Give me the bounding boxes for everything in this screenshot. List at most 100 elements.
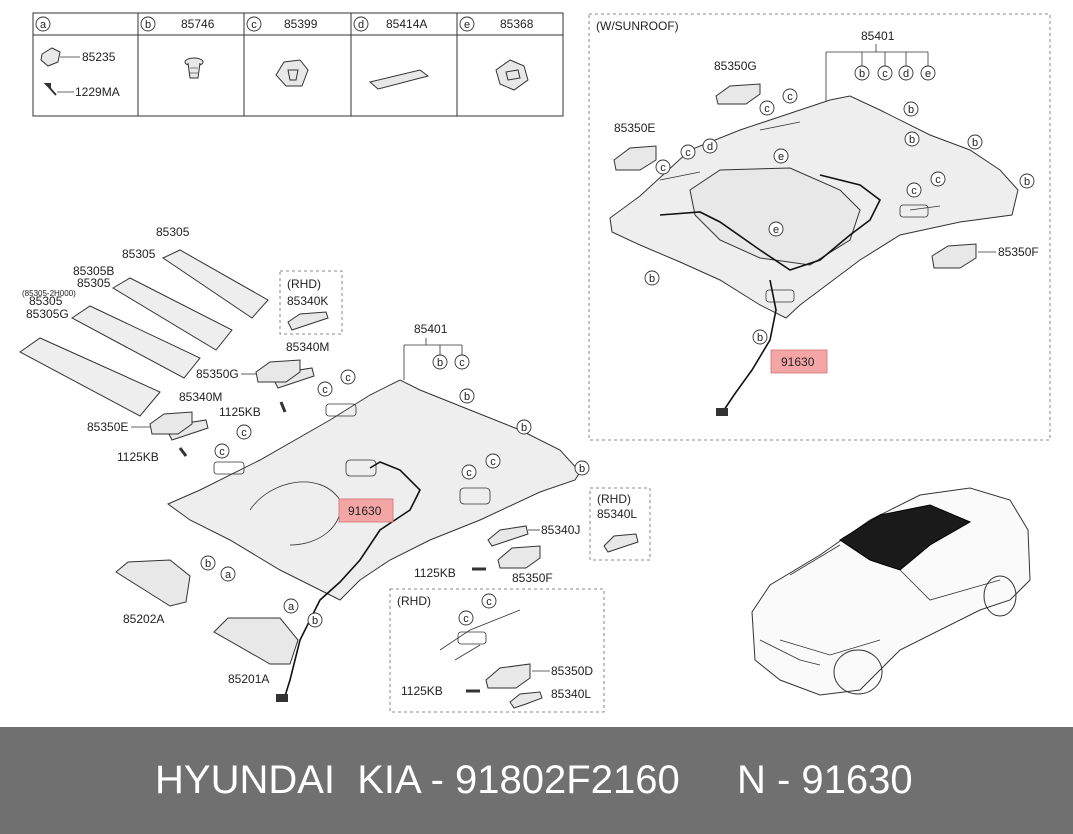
- sheet-3: [71, 305, 201, 379]
- sunroof-wiring-highlight: [770, 349, 828, 374]
- svg-text:c: c: [241, 427, 247, 439]
- sunroof-bracket-e-label: 85350E: [614, 121, 655, 135]
- handle-m2-label: 85340M: [179, 390, 222, 404]
- svg-text:a: a: [225, 569, 232, 581]
- sunroof-opening: [689, 167, 861, 266]
- handle-85340l-icon: [603, 533, 639, 553]
- legend-header-c: c: [251, 19, 257, 31]
- svg-text:c: c: [219, 446, 225, 458]
- bolt1-label: 1125KB: [219, 405, 261, 419]
- handle-85340l-rhd-icon: [509, 691, 543, 709]
- visor-85201a-icon: [213, 617, 299, 665]
- bracket-85350g-main-icon: [255, 359, 301, 383]
- sheet-label-5: (85305-2H000): [22, 289, 76, 298]
- bracket-85350f-main-icon: [497, 545, 541, 569]
- bracket-e-main-label: 85350E: [87, 420, 128, 434]
- bracket-85350d-icon: [485, 663, 531, 689]
- car-roof-highlight: [839, 504, 972, 571]
- main-headliner: [167, 379, 581, 601]
- svg-text:b: b: [859, 68, 865, 80]
- footer-bar: HYUNDAI KIA - 91802F2160 N - 91630: [0, 727, 1073, 834]
- sunroof-bracket-g-label: 85350G: [714, 59, 757, 73]
- rhd-detail-section: (RHD) c c 85350D 1125KB 85340L: [389, 588, 605, 713]
- svg-text:c: c: [685, 147, 691, 159]
- legend-part-a1: 85235: [82, 50, 116, 64]
- clip-85368-icon: [495, 59, 529, 91]
- sheet-label-6: 85305: [29, 294, 63, 308]
- sunroof-section: (W/SUNROOF) 85401 b c d e 85350G 85350E …: [588, 13, 1051, 441]
- visor-r-label: 85202A: [123, 612, 164, 626]
- pad-85414a-icon: [368, 69, 430, 90]
- legend-part-a2: 1229MA: [75, 85, 120, 99]
- handle-85340k-icon: [287, 311, 329, 331]
- svg-text:c: c: [490, 456, 496, 468]
- visor-85202a-icon: [115, 559, 191, 607]
- legend-header-b: b: [145, 19, 151, 31]
- legend-part-c: 85399: [284, 17, 318, 31]
- handle-l-label: 85340L: [597, 507, 637, 521]
- sheet-label-3: 85305B: [73, 264, 114, 278]
- connector-icon: [716, 408, 728, 416]
- svg-text:b: b: [972, 137, 978, 149]
- svg-text:c: c: [322, 384, 328, 396]
- main-section: 85305 85305 85305B 85305 (85305-2H000) 8…: [19, 225, 651, 702]
- sunroof-assembly-label: 85401: [861, 29, 895, 43]
- bracket-g-main-label: 85350G: [196, 367, 239, 381]
- svg-text:e: e: [778, 151, 784, 163]
- sheet-label-2: 85305: [122, 247, 156, 261]
- svg-text:b: b: [521, 422, 527, 434]
- svg-text:c: c: [345, 372, 351, 384]
- legend-table: a b 85746 c 85399 d 85414A e 85368 85235…: [32, 12, 564, 117]
- svg-text:c: c: [764, 103, 770, 115]
- rhd-label-2: (RHD): [597, 492, 631, 506]
- sunroof-bracket-f-label: 85350F: [998, 245, 1039, 259]
- legend-header-d: d: [358, 19, 364, 31]
- sunroof-title: (W/SUNROOF): [596, 19, 679, 33]
- svg-text:b: b: [1024, 176, 1030, 188]
- bolt-icon: [279, 401, 287, 413]
- sheet-2: [112, 277, 233, 351]
- sheet-label-4: 85305: [77, 276, 111, 290]
- parts-diagram: a b 85746 c 85399 d 85414A e 85368 85235…: [19, 12, 1051, 713]
- svg-text:b: b: [437, 357, 443, 369]
- bolt3-label: 1125KB: [414, 566, 456, 580]
- bracket-85350g-icon: [715, 83, 761, 105]
- legend-header-e: e: [464, 19, 470, 31]
- handle-85340j-icon: [487, 525, 529, 547]
- main-wiring-label: 91630: [348, 504, 382, 518]
- main-assembly-label: 85401: [414, 322, 448, 336]
- svg-text:c: c: [466, 467, 472, 479]
- svg-text:c: c: [787, 91, 793, 103]
- legend-part-e: 85368: [500, 17, 534, 31]
- svg-text:b: b: [464, 391, 470, 403]
- sheet-label-7: 85305G: [26, 307, 69, 321]
- svg-text:c: c: [486, 596, 492, 608]
- bracket-f-main-label: 85350F: [512, 571, 553, 585]
- footer-part: N - 91630: [737, 758, 913, 802]
- bracket-d-label: 85350D: [551, 664, 593, 678]
- legend-header-a: a: [40, 19, 47, 31]
- bracket-85350e-icon: [613, 145, 657, 171]
- svg-text:c: c: [459, 357, 465, 369]
- svg-text:c: c: [911, 185, 917, 197]
- handle-j-label: 85340J: [541, 523, 580, 537]
- svg-text:b: b: [908, 104, 914, 116]
- bracket-85350f-icon: [931, 243, 977, 269]
- screw-1229ma-icon: [43, 83, 57, 96]
- bolt2-label: 1125KB: [117, 450, 159, 464]
- svg-text:d: d: [903, 68, 909, 80]
- visor-l-label: 85201A: [228, 672, 269, 686]
- svg-text:c: c: [660, 162, 666, 174]
- svg-text:d: d: [707, 141, 713, 153]
- svg-text:b: b: [649, 273, 655, 285]
- sheet-label-1: 85305: [156, 225, 190, 239]
- svg-text:c: c: [463, 613, 469, 625]
- clip-85399-icon: [275, 59, 309, 87]
- svg-text:e: e: [925, 68, 931, 80]
- handle-k-label: 85340K: [287, 294, 328, 308]
- legend-part-d: 85414A: [386, 17, 427, 31]
- svg-text:c: c: [935, 174, 941, 186]
- main-connector-icon: [276, 694, 288, 702]
- handle-m1-label: 85340M: [286, 340, 329, 354]
- main-wiring-highlight: [338, 498, 394, 523]
